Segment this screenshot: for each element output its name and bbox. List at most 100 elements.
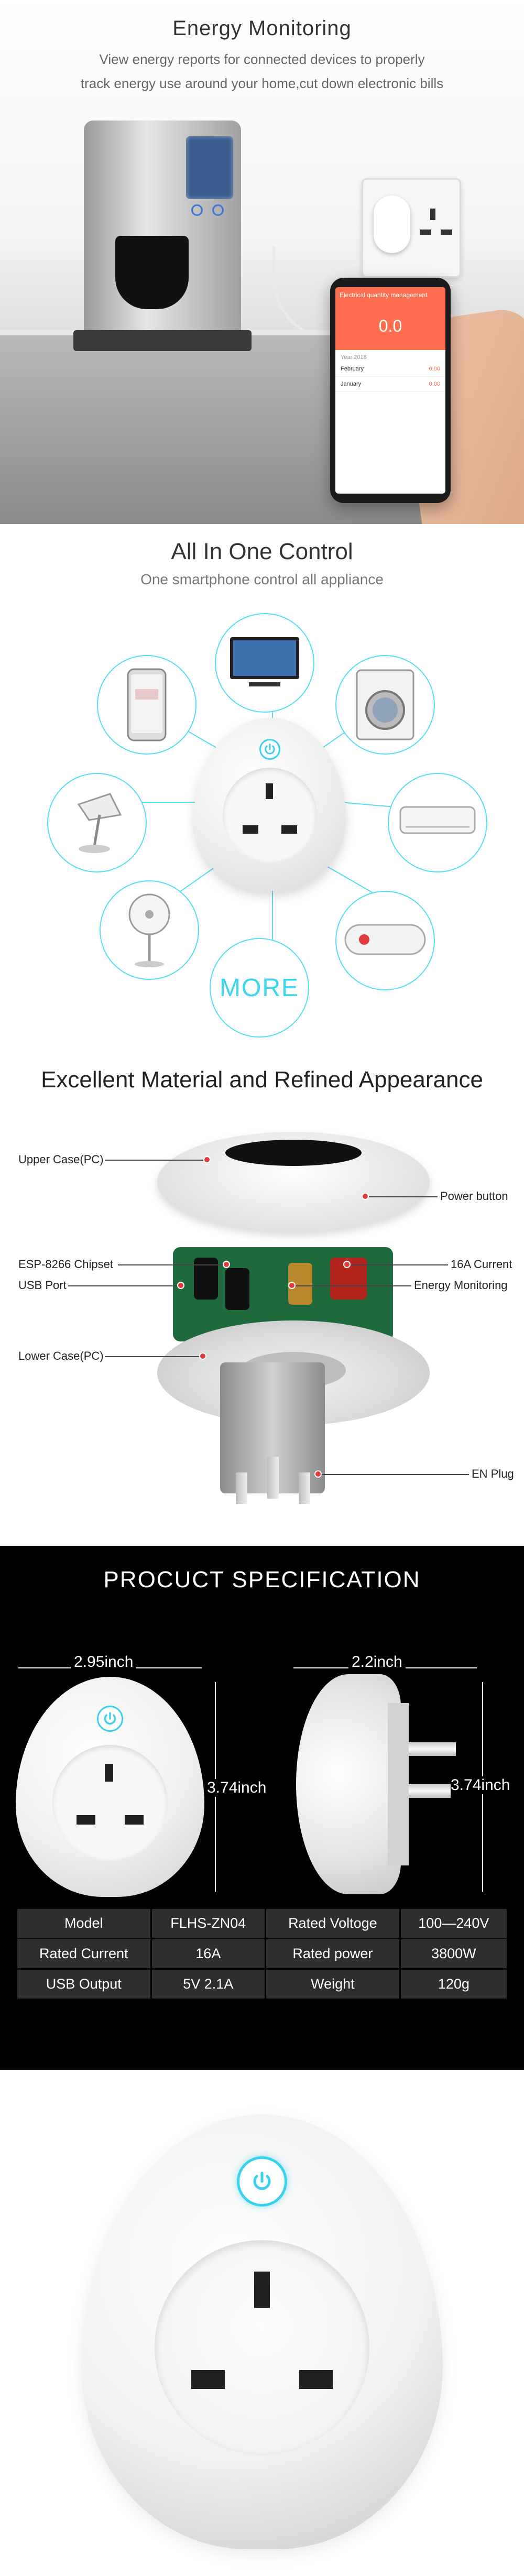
air-conditioner-icon xyxy=(399,806,476,834)
marker-dot xyxy=(314,1470,322,1478)
width-dimension: 2.95inch xyxy=(71,1653,137,1671)
smartphone-icon xyxy=(127,668,167,741)
power-icon xyxy=(253,2171,271,2190)
plug-pin xyxy=(409,1784,451,1798)
upper-case-part xyxy=(157,1132,430,1231)
plug-front-view xyxy=(16,1677,204,1897)
washing-machine-icon xyxy=(356,669,414,740)
smart-plug-product xyxy=(81,2114,443,2549)
water-heater-icon xyxy=(344,924,426,955)
spec-value: 100—240V xyxy=(399,1907,509,1939)
device-smartphone xyxy=(97,655,196,755)
coffee-machine-base xyxy=(73,330,252,351)
power-button xyxy=(97,1706,123,1732)
product-photo-section xyxy=(0,2070,524,2576)
en-plug-part xyxy=(220,1362,325,1504)
device-washing-machine xyxy=(335,655,435,755)
spec-value: FLHS-ZN04 xyxy=(150,1907,267,1939)
material-title: Excellent Material and Refined Appearanc… xyxy=(41,1067,483,1093)
spec-key: USB Output xyxy=(16,1968,152,2000)
plug-pin xyxy=(409,1742,456,1756)
depth-dimension: 2.2inch xyxy=(348,1653,406,1671)
energy-title: Energy Monitoring xyxy=(172,17,352,40)
energy-subtitle-line2: track energy use around your home,cut do… xyxy=(80,75,444,91)
plug-side-plate xyxy=(388,1703,409,1865)
plug-side-view xyxy=(296,1674,401,1894)
label-energy-monitoring: Energy Monitoring xyxy=(414,1279,508,1292)
app-row-value: 0.00 xyxy=(429,381,440,387)
label-upper-case: Upper Case(PC) xyxy=(18,1153,104,1166)
power-icon xyxy=(265,744,275,755)
socket xyxy=(223,768,317,862)
app-row[interactable]: January 0.00 xyxy=(335,377,445,392)
energy-monitoring-section: Energy Monitoring View energy reports fo… xyxy=(0,0,524,524)
label-current: 16A Current xyxy=(451,1258,512,1271)
spec-title: PROCUCT SPECIFICATION xyxy=(103,1567,421,1592)
app-row[interactable]: February 0.00 xyxy=(335,362,445,377)
coffee-mug xyxy=(115,236,189,309)
marker-dot xyxy=(223,1261,230,1268)
device-air-conditioner xyxy=(388,773,487,872)
spec-value: 5V 2.1A xyxy=(150,1968,267,2000)
lamp-icon xyxy=(77,793,122,853)
spec-value: 120g xyxy=(399,1968,509,2000)
tv-icon xyxy=(230,637,299,686)
phone-screen: Electrical quantity management 0.0 Year … xyxy=(335,287,445,494)
coffee-machine xyxy=(73,105,257,356)
marker-dot xyxy=(362,1193,369,1200)
coffee-display-panel xyxy=(186,136,233,216)
table-row: Model FLHS-ZN04 Rated Voltoge 100—240V xyxy=(16,1907,509,1939)
control-subtitle: One smartphone control all appliance xyxy=(140,571,384,587)
all-in-one-control-section: All In One Control One smartphone contro… xyxy=(0,524,524,1048)
app-row-month: February xyxy=(341,366,364,372)
device-water-heater xyxy=(335,891,435,990)
spec-value: 3800W xyxy=(399,1938,509,1970)
wall-outlet xyxy=(362,178,461,278)
energy-subtitle: View energy reports for connected device… xyxy=(0,47,524,95)
height-dimension-front: 3.74inch xyxy=(207,1779,267,1797)
label-lower-case: Lower Case(PC) xyxy=(18,1349,104,1362)
label-chipset: ESP-8266 Chipset xyxy=(18,1258,113,1271)
table-row: USB Output 5V 2.1A Weight 120g xyxy=(16,1968,509,2000)
label-usb-port: USB Port xyxy=(18,1279,67,1292)
power-icon xyxy=(104,1712,116,1725)
marker-dot xyxy=(177,1282,184,1289)
smart-plug-hub xyxy=(194,718,346,891)
device-tv xyxy=(215,613,314,713)
spec-key: Rated Voltoge xyxy=(265,1907,401,1939)
spec-key: Rated Current xyxy=(16,1938,152,1970)
app-header: Electrical quantity management xyxy=(340,291,428,299)
app-row-value: 0.00 xyxy=(429,366,440,372)
socket xyxy=(155,2240,369,2455)
power-button xyxy=(237,2156,287,2207)
plugged-smart-plug xyxy=(374,195,410,253)
power-button[interactable] xyxy=(259,739,280,760)
app-row-month: January xyxy=(341,381,362,387)
device-more[interactable]: MORE xyxy=(210,938,309,1038)
table-row: Rated Current 16A Rated power 3800W xyxy=(16,1938,509,1970)
app-year: Year 2018 xyxy=(341,354,367,361)
energy-subtitle-line1: View energy reports for connected device… xyxy=(99,51,425,67)
device-fan xyxy=(100,880,199,980)
more-label: MORE xyxy=(220,974,299,1002)
spec-key: Rated power xyxy=(265,1938,401,1970)
smartphone: Electrical quantity management 0.0 Year … xyxy=(330,278,451,503)
spec-key: Model xyxy=(16,1907,152,1939)
spec-table: Model FLHS-ZN04 Rated Voltoge 100—240V R… xyxy=(16,1907,509,2000)
device-lamp xyxy=(47,773,147,872)
material-section: Excellent Material and Refined Appearanc… xyxy=(0,1048,524,1546)
marker-dot xyxy=(199,1352,206,1360)
socket xyxy=(52,1745,168,1860)
spec-value: 16A xyxy=(150,1938,267,1970)
specification-section: PROCUCT SPECIFICATION 2.95inch 3.74inch … xyxy=(0,1546,524,2070)
marker-dot xyxy=(288,1282,296,1289)
label-power-button: Power button xyxy=(440,1189,508,1203)
label-en-plug: EN Plug xyxy=(472,1467,514,1480)
height-dimension-side: 3.74inch xyxy=(451,1776,510,1794)
app-reading: 0.0 xyxy=(378,316,402,335)
marker-dot xyxy=(343,1261,351,1268)
control-title: All In One Control xyxy=(171,539,353,564)
spec-key: Weight xyxy=(265,1968,401,2000)
fan-icon xyxy=(128,893,170,967)
marker-dot xyxy=(203,1156,211,1163)
